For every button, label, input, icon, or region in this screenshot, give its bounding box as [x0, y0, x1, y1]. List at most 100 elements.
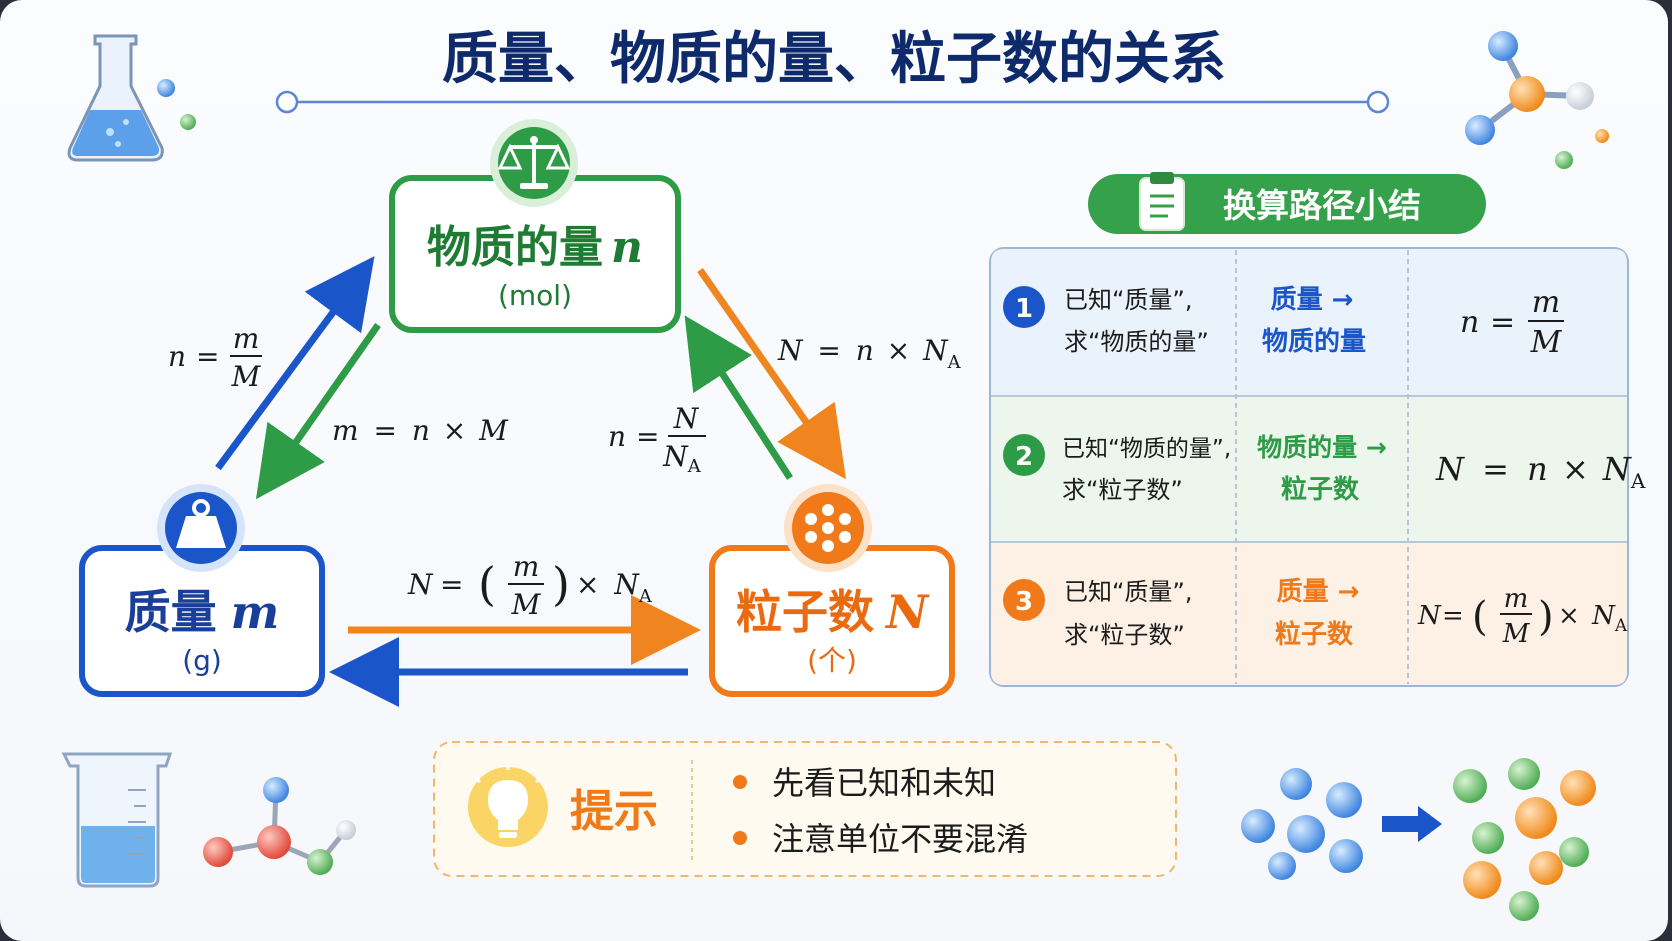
clipboard-icon — [1139, 172, 1185, 231]
formula-den: M — [1502, 619, 1531, 649]
formula-eq: = — [373, 414, 396, 447]
svg-text:NA: NA — [662, 440, 702, 477]
mass-name: 质量 — [125, 585, 217, 639]
formula-times: × — [443, 414, 466, 447]
formula-num: N — [673, 402, 700, 435]
row-formula: N = ( m M ) × NA — [1417, 584, 1628, 649]
balance-scale-icon — [490, 119, 578, 207]
row-path-line2: 物质的量 — [1262, 326, 1366, 357]
formula-lhs: N — [407, 568, 434, 601]
particle-unit: (个) — [807, 644, 857, 677]
formula-num: m — [1532, 285, 1560, 320]
svg-text:质量m: 质量 m — [125, 585, 280, 639]
formula-lhs: N — [777, 334, 804, 367]
row-formula: n = m M — [1460, 285, 1564, 360]
row-number: 2 — [1015, 442, 1033, 472]
formula-eq: = — [440, 568, 463, 601]
row-known-line2: 求“粒子数” — [1064, 621, 1185, 649]
formula-eq: = — [817, 334, 840, 367]
formula-den: M — [231, 360, 262, 393]
weight-icon — [157, 484, 245, 572]
row-path-line1: 质量 → — [1271, 285, 1354, 315]
formula-rparen: ) — [552, 557, 570, 611]
formula-a: n — [1527, 450, 1548, 488]
formula-lparen: ( — [478, 557, 496, 611]
mole-unit: (mol) — [498, 279, 572, 312]
formula-mass-to-particle: N = ( m M ) × NA — [407, 550, 653, 621]
row-path-line1: 质量 → — [1277, 577, 1360, 607]
summary-header: 换算路径小结 — [1088, 172, 1486, 234]
svg-text:N = n: N = n × NA — [1435, 450, 1646, 493]
formula-den: M — [1530, 325, 1563, 360]
mole-symbol: n — [611, 222, 643, 273]
formula-eq: = — [196, 340, 219, 373]
formula-b: N — [922, 334, 949, 367]
formula-mole-to-mass: m = n × M — [332, 414, 509, 447]
arrow-mole-to-mass — [255, 322, 381, 500]
formula-eq: = — [1442, 601, 1464, 631]
mass-symbol: m — [231, 585, 280, 639]
summary-row-2: 2 已知“物质的量”, 求“粒子数” 物质的量 → 粒子数 N = n × NA — [1003, 433, 1646, 505]
formula-b: M — [478, 414, 509, 447]
particles-icon — [784, 484, 872, 572]
mass-unit: (g) — [182, 644, 222, 677]
row-known-line2: 求“粒子数” — [1062, 476, 1183, 504]
particle-transform-icon — [1241, 758, 1596, 921]
formula-lhs: N — [1417, 601, 1442, 631]
formula-num: m — [1504, 584, 1529, 614]
flask-icon — [67, 34, 196, 162]
formula-times: × — [1558, 601, 1580, 631]
formula-lhs: n — [168, 340, 186, 373]
formula-eq: = — [1490, 305, 1515, 340]
tip-item-2: 注意单位不要混淆 — [772, 820, 1028, 858]
molecule-icon — [1465, 31, 1609, 169]
formula-a: n — [856, 334, 874, 367]
row-formula: N = n × NA — [1435, 450, 1646, 493]
row-known-line1: 已知“质量”, — [1064, 578, 1193, 606]
summary-row-1: 1 已知“质量”, 求“物质的量” 质量 → 物质的量 n = m M — [1003, 285, 1564, 360]
formula-lhs: m — [332, 414, 359, 447]
row-number: 3 — [1015, 587, 1033, 617]
formula-sub: A — [947, 352, 962, 373]
formula-eq: = — [636, 420, 659, 453]
formula-particle-to-mole: n = N NA — [608, 402, 706, 477]
formula-sub: A — [1614, 616, 1628, 636]
arrow-mole-to-particle — [697, 267, 847, 480]
tip-item-1: 先看已知和未知 — [772, 764, 996, 802]
svg-text:× NA: × NA — [1558, 601, 1628, 636]
formula-a: n — [412, 414, 430, 447]
formula-sub: A — [638, 586, 653, 607]
svg-text:m = n ×: m = n × M — [332, 414, 509, 447]
formula-num: m — [513, 550, 540, 583]
row-path-line1: 物质的量 → — [1257, 433, 1387, 462]
svg-text:N = n ×: N = n × NA — [777, 334, 962, 373]
formula-lhs: n — [1460, 305, 1479, 340]
tip-label: 提示 — [570, 786, 658, 837]
summary-table — [989, 247, 1629, 687]
molecule-small-icon — [203, 777, 356, 875]
formula-times: × — [576, 568, 599, 601]
formula-lparen: ( — [1472, 594, 1488, 640]
tip-box: 提示 先看已知和未知 注意单位不要混淆 — [433, 741, 1177, 877]
particle-name: 粒子数 — [736, 585, 874, 639]
formula-b: N — [1591, 601, 1616, 631]
summary-row-3: 3 已知“质量”, 求“粒子数” 质量 → 粒子数 N = ( m M ) × … — [1003, 577, 1628, 650]
row-known-line2: 求“物质的量” — [1064, 328, 1209, 356]
formula-lhs: N — [1435, 450, 1465, 488]
lightbulb-icon — [468, 764, 548, 847]
beaker-icon — [61, 752, 173, 888]
mole-name: 物质的量 — [427, 222, 603, 273]
formula-sub: A — [1630, 469, 1646, 493]
formula-den: N — [662, 440, 689, 473]
formula-b: N — [1602, 450, 1632, 488]
row-known-line1: 已知“物质的量”, — [1062, 436, 1231, 462]
formula-eq: = — [1482, 450, 1509, 488]
formula-sub: A — [687, 456, 702, 477]
formula-times: × — [1562, 450, 1589, 488]
